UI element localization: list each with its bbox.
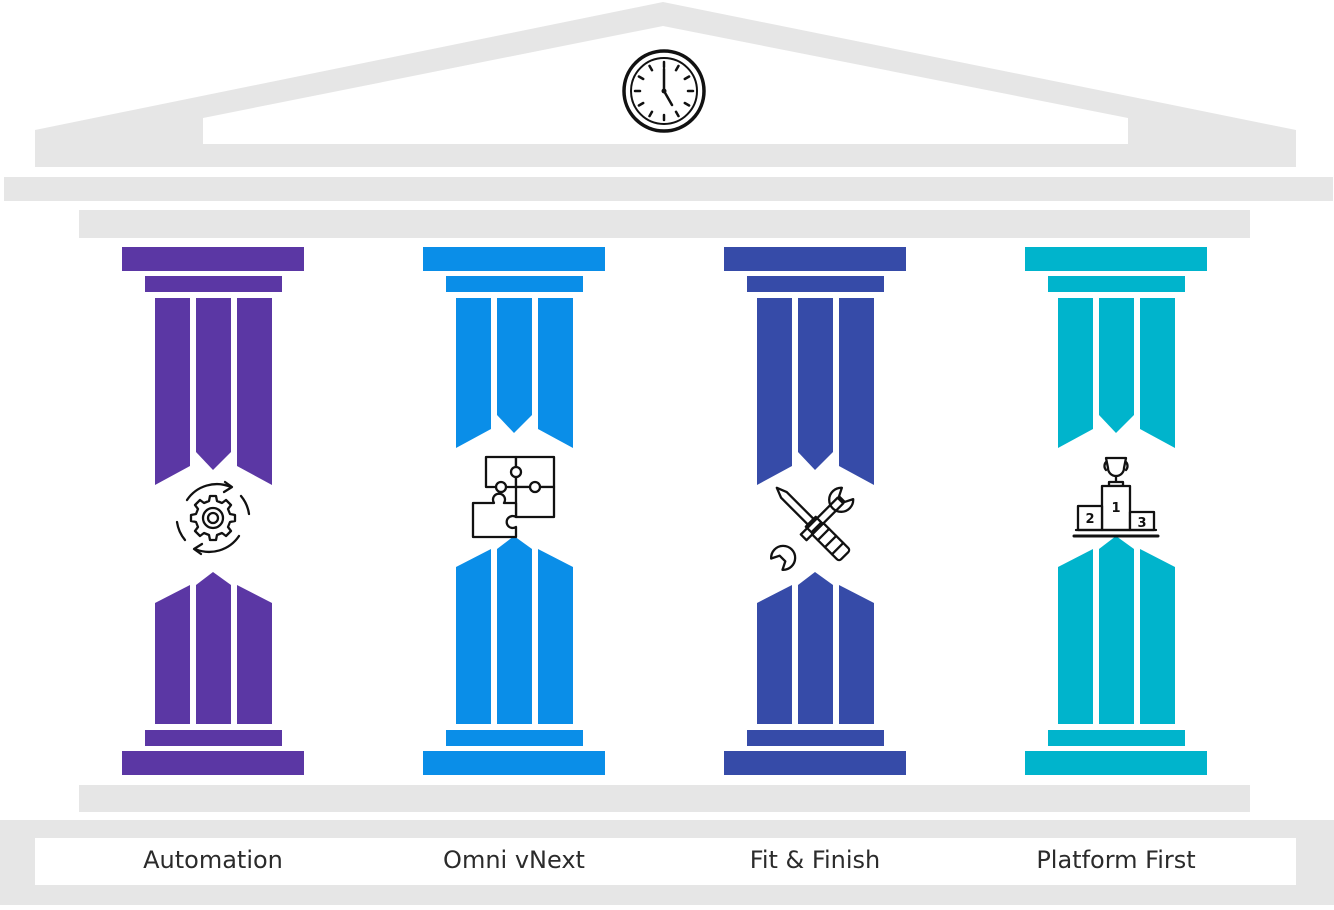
pillar-shaft-lower [237,585,272,724]
wrench-screwdriver-icon [770,486,855,571]
roof-beam [4,177,1333,201]
pillar-shaft-upper [1058,298,1093,448]
roof [4,2,1333,238]
pillar-shaft-upper [839,298,874,485]
pillar-shaft-lower [1099,536,1134,724]
podium-third-number: 3 [1137,516,1146,531]
pillar-shaft-upper [196,298,231,470]
pillar-shaft-upper [1140,298,1175,448]
pillar-capital-top [423,247,605,271]
pillar-shaft-lower [456,549,491,724]
pillar-base-top [1048,730,1185,746]
gear-cycle-icon [175,480,251,556]
pillar-label-fit-and-finish: Fit & Finish [749,846,881,874]
pillar-shaft-upper [237,298,272,485]
pillar-base-top [747,730,884,746]
pillar-platform-first [1025,247,1207,775]
pillar-shaft-lower [497,536,532,724]
pillar-shaft-upper [798,298,833,470]
pillar-capital-top [122,247,304,271]
pillar-label-platform-first: Platform First [1036,846,1196,874]
pillar-shaft-lower [839,585,874,724]
pillar-shaft-lower [1140,549,1175,724]
pillar-base-top [145,730,282,746]
pillar-shaft-lower [757,585,792,724]
pillar-shaft-lower [1058,549,1093,724]
clock-icon [622,49,706,133]
pillar-shaft-lower [538,549,573,724]
pillar-capital-bottom [747,276,884,292]
pillar-shaft-lower [155,585,190,724]
roof-pediment [35,2,1296,167]
roof-architrave [79,210,1250,238]
puzzle-icon [471,455,556,539]
pillar-capital-top [724,247,906,271]
base-stylobate [79,785,1250,812]
pillar-shaft-lower [196,572,231,724]
pillar-base-bottom [1025,751,1207,775]
pillar-capital-bottom [446,276,583,292]
podium-second-number: 2 [1085,512,1094,527]
pillar-shaft-upper [155,298,190,485]
pillar-capital-bottom [1048,276,1185,292]
pillar-base-top [446,730,583,746]
label-strip [35,838,1296,885]
podium-first-number: 1 [1111,501,1120,516]
pillar-shaft-upper [757,298,792,485]
pillar-automation [122,247,304,775]
pillar-shaft-upper [1099,298,1134,433]
pillar-shaft-lower [798,572,833,724]
pillar-omni-vnext [423,247,605,775]
pillar-base-bottom [122,751,304,775]
pillar-base-bottom [423,751,605,775]
pillar-fit-and-finish [724,247,906,775]
pillar-base-bottom [724,751,906,775]
podium-numbers: 1 2 3 [1085,501,1146,531]
pillar-capital-bottom [145,276,282,292]
pillar-label-omni-vnext: Omni vNext [443,846,585,874]
base [0,785,1334,905]
pillar-capital-top [1025,247,1207,271]
pillar-shaft-upper [538,298,573,448]
pillar-label-automation: Automation [143,846,283,874]
pillar-shaft-upper [497,298,532,433]
podium-trophy-icon [1072,456,1160,538]
pillar-shaft-upper [456,298,491,448]
